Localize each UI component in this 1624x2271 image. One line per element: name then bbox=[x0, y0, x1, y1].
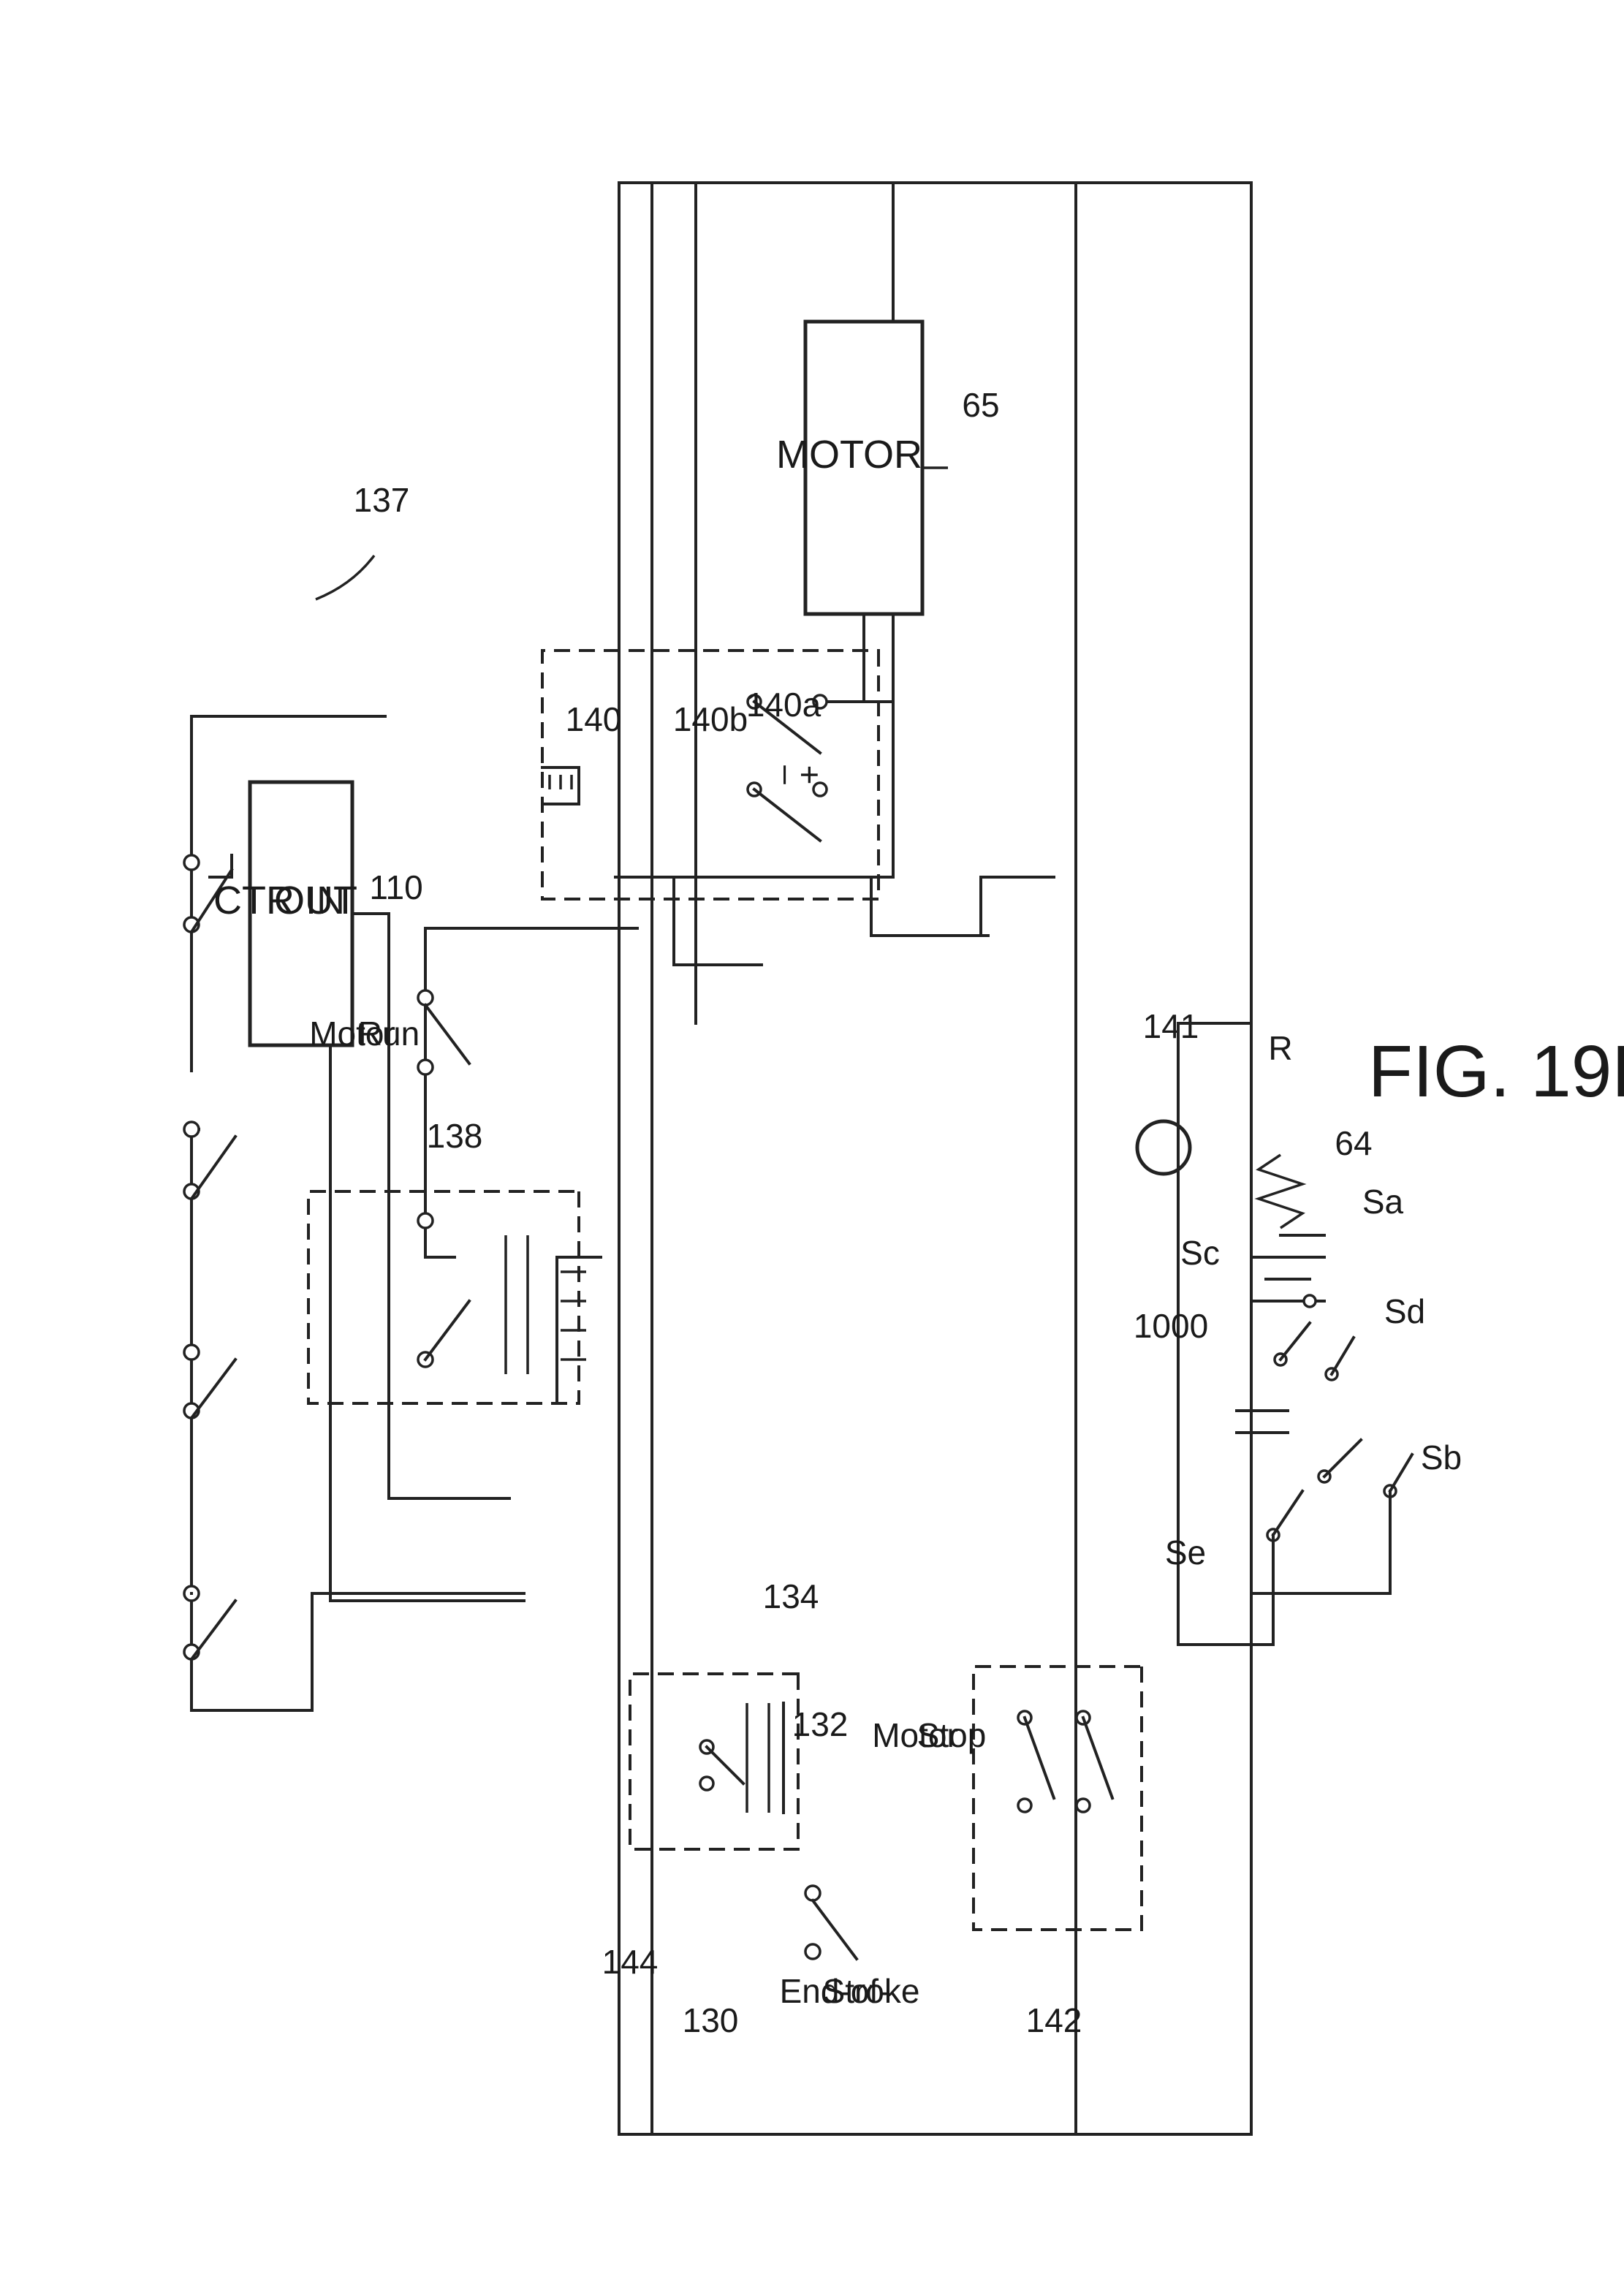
relay-140-contact-b: 140b bbox=[673, 700, 748, 738]
counter-in-label: CTR IN bbox=[213, 879, 345, 922]
end-of-stroke-line2: Stroke bbox=[823, 1972, 920, 2010]
run-motor-circuit: 110 Run Motor 138 bbox=[307, 868, 639, 1405]
stop-motor-box bbox=[972, 1665, 1143, 1931]
switch-Sd: Sd bbox=[1384, 1292, 1425, 1330]
lamp-ref: 141 bbox=[1143, 1007, 1199, 1045]
relay-140-ref: 140 bbox=[566, 700, 622, 738]
relay-132-box bbox=[629, 1672, 800, 1851]
relay-140-contact-a: 140a bbox=[746, 686, 822, 724]
switch-Sb: Sb bbox=[1421, 1438, 1462, 1476]
main-wiring: MOTOR 65 + – 140a 140b 140 bbox=[541, 181, 1253, 2136]
counter-out-label: OUT bbox=[274, 879, 357, 922]
stop-motor-line2: Motor bbox=[872, 1716, 958, 1754]
diagram-rotated-group: OUT CTR IN MOTOR 65 bbox=[183, 181, 1624, 2136]
lamp-141 bbox=[1135, 1119, 1192, 1176]
system-ref-arrow bbox=[315, 554, 376, 601]
end-of-stroke-ref: 130 bbox=[683, 2001, 739, 2039]
motor-ref: 65 bbox=[962, 386, 999, 424]
relay-132-ref: 132 bbox=[792, 1705, 849, 1743]
switch-Sa: Sa bbox=[1362, 1183, 1404, 1221]
switch-136d bbox=[183, 854, 234, 934]
system-ref: 137 bbox=[354, 481, 410, 519]
stop-motor-line1: Stop bbox=[917, 1716, 987, 1754]
resistor-label: R bbox=[1268, 1029, 1292, 1067]
bus-ref: 144 bbox=[602, 1943, 659, 1981]
stop-motor-circuit: Stop Motor 142 bbox=[872, 1665, 1143, 2136]
switch-Se: Se bbox=[1165, 1533, 1206, 1571]
run-motor-ref: 110 bbox=[369, 868, 422, 906]
run-motor-line2: Motor bbox=[309, 1015, 395, 1053]
run-motor-line1: Run bbox=[358, 1015, 420, 1053]
battery-ref: 64 bbox=[1335, 1124, 1372, 1162]
resistor-R bbox=[1254, 1153, 1307, 1229]
relay-140-plus-a: + bbox=[791, 765, 829, 785]
switch-Sc: Sc bbox=[1180, 1234, 1220, 1272]
relay-132-coil-ref: 134 bbox=[763, 1577, 819, 1615]
end-of-stroke-circuit: 132 134 130 End-of- Stroke 144 bbox=[602, 1577, 920, 2041]
stop-motor-ref: 142 bbox=[1026, 2001, 1082, 2039]
counter-switch-chain: OUT CTR IN bbox=[183, 715, 525, 1712]
end-of-stroke-line1: End-of- bbox=[780, 1972, 890, 2010]
capacitor-ref: 1000 bbox=[1134, 1307, 1208, 1345]
relay-138-box bbox=[307, 1190, 580, 1405]
switch-136a bbox=[183, 1585, 238, 1661]
relay-140-minus-a: – bbox=[769, 765, 807, 784]
switch-136b bbox=[183, 1343, 238, 1420]
motor-label: MOTOR bbox=[776, 433, 922, 477]
relay-140-box bbox=[541, 649, 880, 901]
figure-title: FIG. 19B bbox=[1368, 1031, 1624, 1112]
capacitor-circuit: 141 R 64 1000 Sa Sb Sc Sd Se bbox=[1134, 1007, 1462, 1646]
relay-138-ref: 138 bbox=[427, 1117, 483, 1155]
switch-136c bbox=[183, 1121, 238, 1201]
